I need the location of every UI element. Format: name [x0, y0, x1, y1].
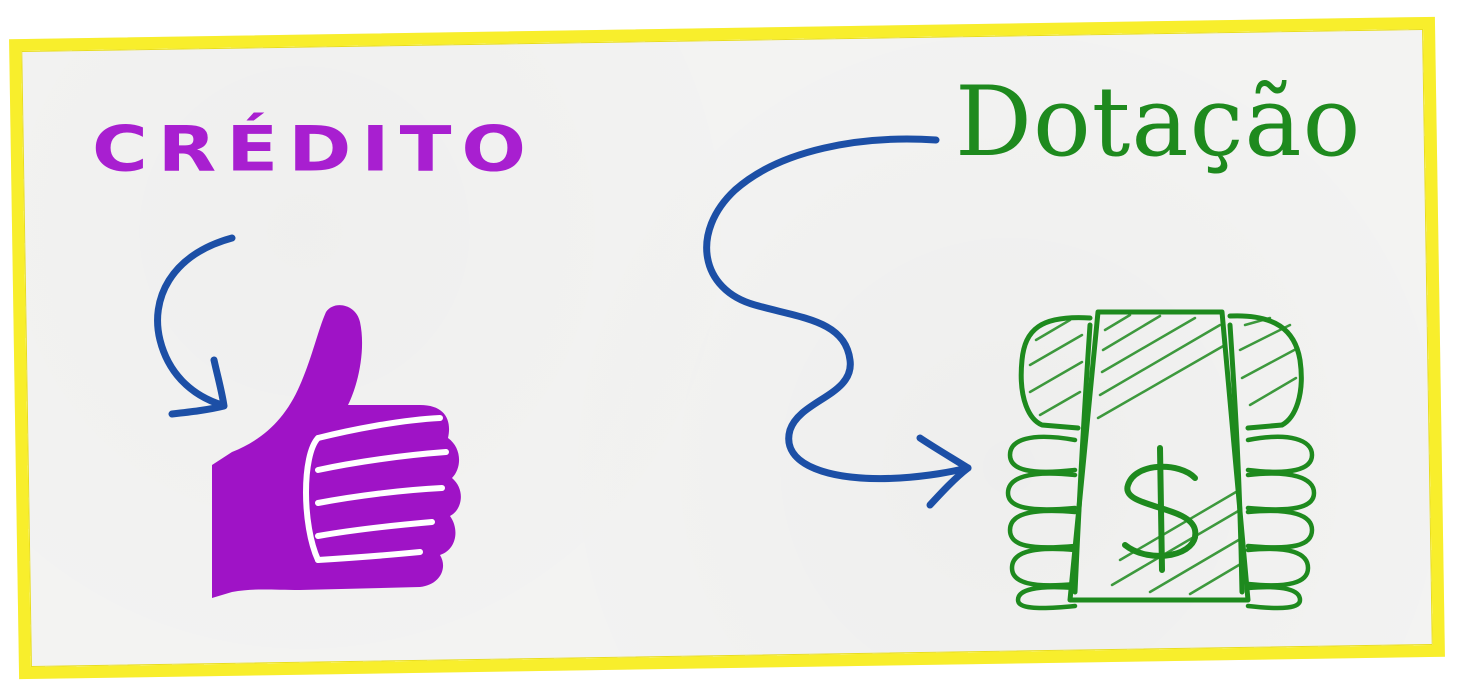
money-bundle-icon	[1008, 312, 1314, 608]
thumbs-up-icon	[212, 305, 461, 598]
curved-arrow-left-icon	[158, 238, 232, 414]
curved-arrow-right-icon	[707, 139, 968, 505]
